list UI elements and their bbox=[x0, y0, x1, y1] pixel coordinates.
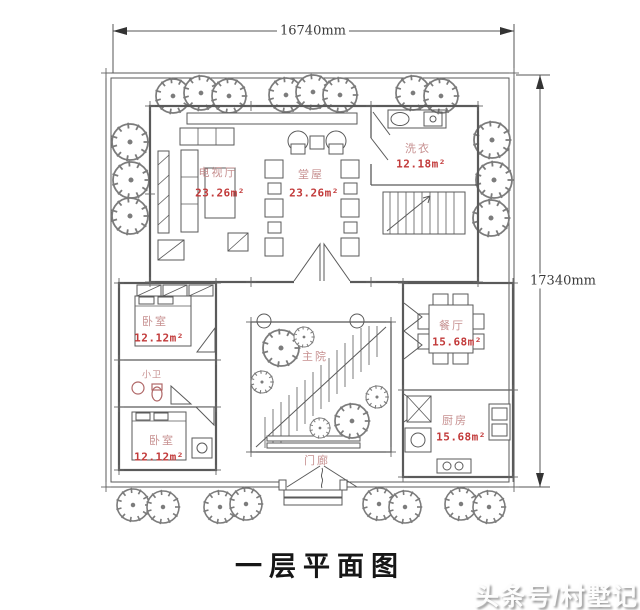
room-label-courtyard: 主院 bbox=[302, 351, 328, 363]
left-wing bbox=[117, 281, 218, 472]
room-label-kitchen: 厨房 bbox=[442, 415, 468, 427]
room-label-small-bath: 小卫 bbox=[141, 369, 163, 380]
room-label-bedroom-top: 卧室 bbox=[142, 316, 168, 328]
room-area-main-hall: 23.26m² bbox=[289, 186, 339, 200]
page-title: 一层平面图 bbox=[235, 551, 405, 582]
dimension-width-label: 16740mm bbox=[276, 23, 350, 39]
room-label-porch: 门廊 bbox=[304, 455, 330, 467]
watermark: 头条号/村墅记 bbox=[474, 583, 638, 610]
courtyard bbox=[250, 313, 392, 453]
tv-hall-furniture bbox=[157, 112, 358, 261]
room-area-bedroom-bottom: 12.12m² bbox=[134, 450, 184, 464]
dimension-height-label: 17340mm bbox=[527, 273, 600, 289]
room-label-dining: 餐厅 bbox=[439, 320, 465, 332]
right-wing bbox=[401, 281, 515, 479]
room-area-laundry: 12.18m² bbox=[396, 157, 446, 171]
main-hall-furniture bbox=[264, 130, 360, 257]
room-label-main-hall: 堂屋 bbox=[298, 169, 324, 181]
room-area-bedroom-top: 12.12m² bbox=[134, 331, 184, 345]
room-label-bedroom-bottom: 卧室 bbox=[149, 435, 175, 447]
room-label-tv-hall: 电视厅 bbox=[198, 167, 238, 179]
room-label-laundry: 洗衣 bbox=[405, 143, 431, 155]
porch-gate bbox=[278, 465, 358, 506]
staircase bbox=[382, 191, 466, 235]
room-area-kitchen: 15.68m² bbox=[436, 430, 486, 444]
room-area-dining: 15.68m² bbox=[432, 335, 482, 349]
room-area-tv-hall: 23.26m² bbox=[195, 186, 245, 200]
laundry-fixtures bbox=[387, 109, 447, 129]
